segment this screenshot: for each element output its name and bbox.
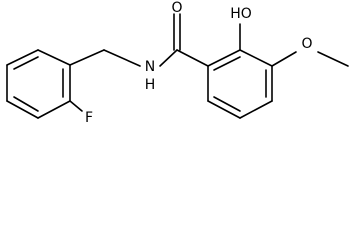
atom-labels: O HO O N H F <box>85 0 313 126</box>
bond-carbonyl-ring <box>176 49 209 67</box>
bond-left-ring-6 <box>6 49 39 66</box>
bond-left-ring-4 <box>6 100 39 119</box>
bond-right-ring-4 <box>239 100 273 119</box>
bond-c-o-methoxy <box>271 51 297 67</box>
bond-right-ring-1 <box>207 49 241 67</box>
atom-label-oxygen-methoxy: O <box>301 36 312 52</box>
bond-left-ring-3 <box>37 100 71 119</box>
bond-left-ring-inner-b <box>13 96 39 112</box>
atom-label-hydroxyl: HO <box>230 6 252 22</box>
bond-left-ring-1 <box>37 49 71 66</box>
atom-label-fluorine: F <box>85 110 93 126</box>
bond-o-ch3 <box>317 51 349 67</box>
bond-right-ring-5 <box>207 100 241 119</box>
bond-right-ring-2 <box>239 49 273 67</box>
bonds <box>6 13 349 119</box>
atom-label-amide-hydrogen: H <box>145 77 156 93</box>
bond-ring-ch2 <box>69 49 105 66</box>
atom-label-oxygen-carbonyl: O <box>171 0 182 16</box>
atom-label-amide-nitrogen: N <box>145 59 155 75</box>
bond-left-ring-inner-a <box>13 56 39 70</box>
bond-right-ring-inner-a <box>213 56 241 71</box>
bond-right-ring-inner-c <box>213 96 241 112</box>
bond-ch2-n <box>103 49 141 67</box>
bond-c-f <box>69 100 83 112</box>
chemical-structure: O HO O N H F <box>6 0 349 126</box>
bond-n-carbonyl <box>159 49 178 67</box>
